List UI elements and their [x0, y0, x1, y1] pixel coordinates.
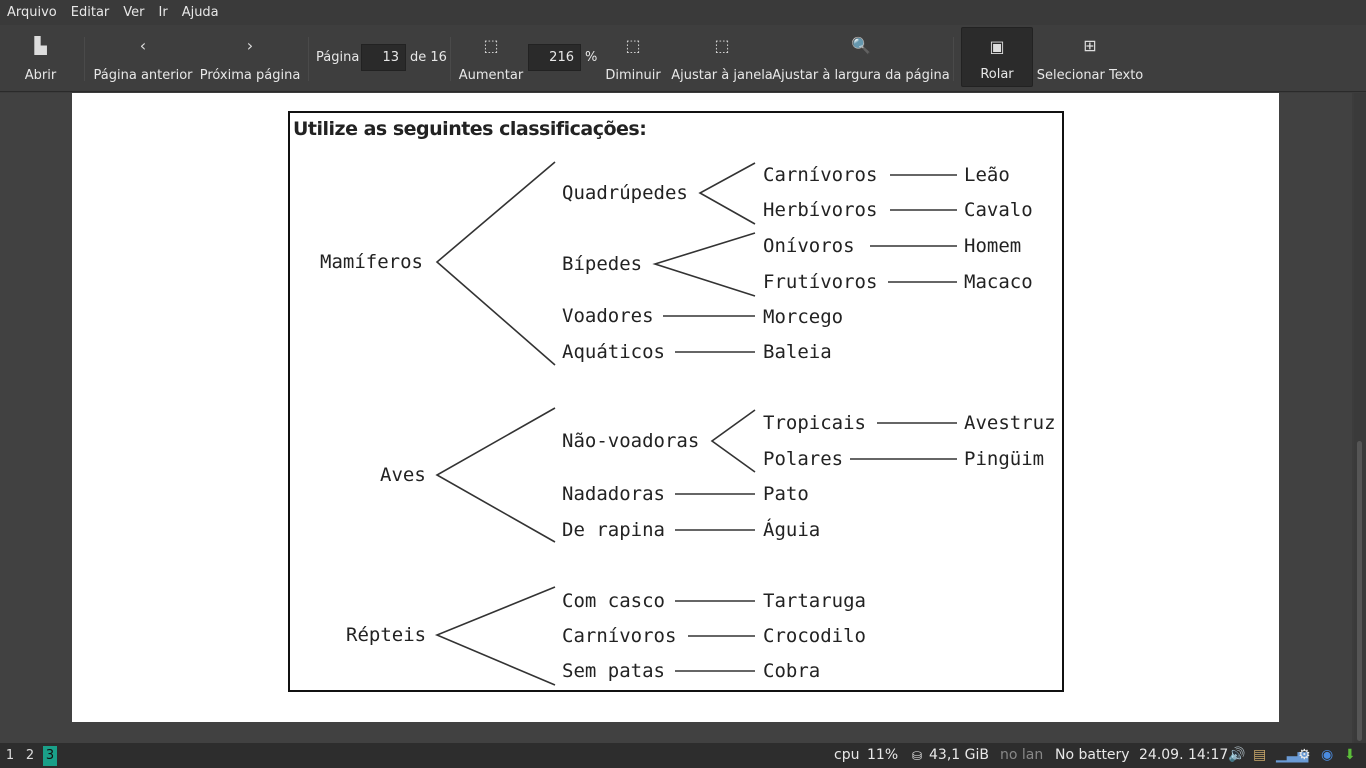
group-label: Mamíferos	[320, 251, 423, 273]
category-label: Frutívoros	[763, 271, 878, 293]
page-label: Página	[316, 50, 360, 65]
separator	[450, 37, 451, 81]
example-label: Macaco	[964, 271, 1033, 293]
toolbar: ▙Abrir ‹Página anterior ›Próxima página …	[0, 25, 1366, 92]
sub-label: Não-voadoras	[562, 430, 700, 452]
menu-ajuda[interactable]: Ajuda	[181, 5, 219, 20]
sub-label: Carnívoros	[562, 625, 677, 647]
zoom-unit: %	[585, 50, 598, 65]
category-label: Tropicais	[763, 412, 866, 434]
category-label: Carnívoros	[763, 164, 878, 186]
select-text-icon: ⊞	[1083, 36, 1097, 55]
sub-label: Aquáticos	[562, 341, 665, 363]
fit-width-label: Ajustar à largura da página	[772, 68, 950, 83]
category-label: Pato	[763, 483, 809, 505]
chevron-left-icon: ‹	[139, 36, 147, 55]
classification-diagram	[288, 111, 1064, 692]
menu-ir[interactable]: Ir	[158, 5, 168, 20]
category-label: Baleia	[763, 341, 832, 363]
category-label: Águia	[763, 519, 821, 541]
fit-width-button[interactable]: 🔍 Ajustar à largura da página	[772, 25, 949, 87]
battery-status: No battery	[1055, 747, 1130, 763]
scroll-icon: ▣	[989, 37, 1005, 56]
zoom-out-button[interactable]: ⬚ Diminuir	[603, 25, 663, 87]
signal-icon[interactable]: ▁▃▅	[1276, 747, 1309, 763]
group-label: Répteis	[346, 624, 427, 646]
sub-label: Quadrúpedes	[562, 182, 688, 204]
zoom-in-button[interactable]: ⬚ Aumentar	[458, 25, 524, 87]
page-number-input[interactable]: 13	[361, 44, 406, 71]
sub-label: Sem patas	[562, 660, 665, 682]
cpu-usage: 11%	[867, 747, 899, 763]
category-label: Morcego	[763, 306, 844, 328]
zoom-out-icon: ⬚	[625, 36, 641, 55]
category-label: Polares	[763, 448, 844, 470]
page-count: de 16	[410, 50, 447, 65]
category-label: Tartaruga	[763, 590, 866, 612]
category-label: Crocodilo	[763, 625, 866, 647]
fit-window-icon: ⬚	[714, 36, 730, 55]
separator	[308, 37, 309, 81]
example-label: Avestruz	[964, 412, 1056, 434]
taskbar: 1 2 3 cpu 11% ⛁ 43,1 GiB no lan No batte…	[0, 743, 1366, 768]
volume-icon[interactable]: 🔊	[1228, 747, 1246, 763]
menu-ver[interactable]: Ver	[123, 5, 145, 20]
category-label: Onívoros	[763, 235, 855, 257]
sub-label: Bípedes	[562, 253, 643, 275]
zoom-out-label: Diminuir	[605, 68, 661, 83]
select-text-button[interactable]: ⊞ Selecionar Texto	[1036, 25, 1144, 87]
menu-arquivo[interactable]: Arquivo	[7, 5, 57, 20]
previous-page-button[interactable]: ‹ Página anterior	[93, 25, 193, 87]
clipboard-icon[interactable]: ▤	[1253, 747, 1267, 763]
select-text-label: Selecionar Texto	[1036, 68, 1144, 83]
next-page-button[interactable]: › Próxima página	[199, 25, 301, 87]
fit-window-label: Ajustar à janela	[671, 68, 773, 83]
menu-editar[interactable]: Editar	[70, 5, 110, 20]
chevron-right-icon: ›	[246, 36, 254, 55]
workspace-1[interactable]: 1	[5, 747, 15, 763]
separator	[84, 37, 85, 81]
category-label: Cobra	[763, 660, 821, 682]
workspace-3[interactable]: 3	[43, 745, 57, 766]
browser-icon[interactable]: ◉	[1321, 747, 1334, 763]
magnifier-icon: 🔍	[851, 36, 871, 55]
example-label: Homem	[964, 235, 1022, 257]
scroll-label: Rolar	[980, 67, 1014, 82]
fit-window-button[interactable]: ⬚ Ajustar à janela	[671, 25, 773, 87]
open-button[interactable]: ▙ Abrir	[18, 25, 63, 87]
example-label: Cavalo	[964, 199, 1033, 221]
network-status: no lan	[1000, 747, 1044, 763]
disk-free: 43,1 GiB	[929, 747, 989, 763]
diagram-title: Utilize as seguintes classificações:	[293, 118, 647, 140]
sub-label: Com casco	[562, 590, 665, 612]
example-label: Leão	[964, 164, 1010, 186]
zoom-input[interactable]: 216	[528, 44, 581, 71]
example-label: Pingüim	[964, 448, 1045, 470]
next-label: Próxima página	[199, 68, 301, 83]
menu-bar: Arquivo Editar Ver Ir Ajuda	[0, 0, 1366, 25]
clock: 24.09. 14:17	[1139, 747, 1229, 763]
category-label: Herbívoros	[763, 199, 878, 221]
vertical-scrollbar[interactable]	[1354, 93, 1366, 743]
zoom-in-label: Aumentar	[458, 68, 524, 83]
sub-label: De rapina	[562, 519, 665, 541]
disk-icon: ⛁	[912, 749, 923, 763]
scroll-mode-button[interactable]: ▣ Rolar	[961, 27, 1033, 87]
prev-label: Página anterior	[93, 68, 193, 83]
settings-icon[interactable]: ⚙	[1298, 747, 1311, 763]
folder-icon: ▙	[34, 36, 47, 55]
separator	[953, 37, 954, 81]
zoom-in-icon: ⬚	[483, 36, 499, 55]
cpu-label: cpu	[834, 747, 860, 763]
sub-label: Nadadoras	[562, 483, 665, 505]
open-label: Abrir	[24, 68, 57, 83]
group-label: Aves	[380, 464, 426, 486]
update-icon[interactable]: ⬇	[1344, 747, 1356, 763]
scrollbar-thumb[interactable]	[1357, 441, 1362, 741]
workspace-2[interactable]: 2	[25, 747, 35, 763]
sub-label: Voadores	[562, 305, 654, 327]
